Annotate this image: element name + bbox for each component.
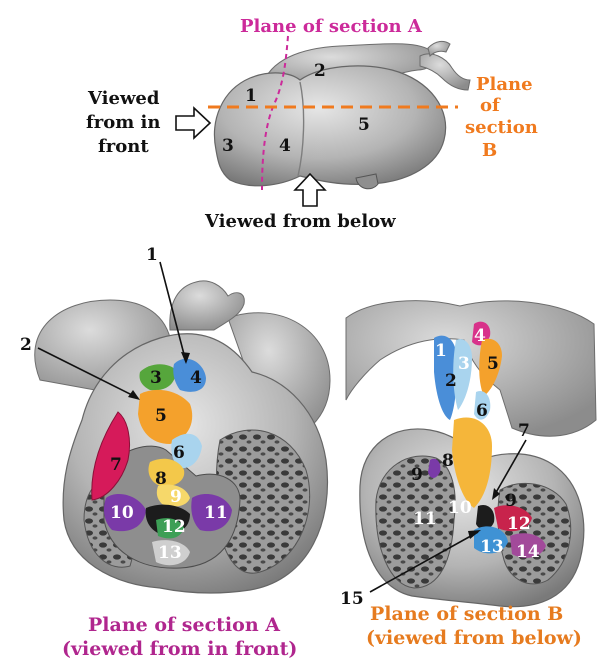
section-a-number-13: 13 — [158, 543, 182, 563]
section-b-number-10: 10 — [448, 498, 472, 518]
section-a-number-10: 10 — [110, 503, 134, 523]
section-b-number-9-left: 9 — [411, 465, 423, 485]
section-a-number-12: 12 — [162, 517, 186, 537]
viewed-front-line1: Viewed — [87, 88, 160, 109]
section-b-number-3: 3 — [458, 354, 470, 374]
viewed-front-line2: from in — [86, 112, 160, 133]
top-number-3: 3 — [222, 136, 234, 156]
top-number-1: 1 — [245, 86, 257, 106]
section-a-number-3: 3 — [150, 368, 162, 388]
section-b-number-4: 4 — [474, 326, 486, 346]
top-number-4: 4 — [279, 136, 291, 156]
section-a-number-11: 11 — [204, 503, 228, 523]
section-a-number-8: 8 — [155, 469, 167, 489]
top-number-5: 5 — [358, 115, 370, 135]
top-number-2: 2 — [314, 61, 326, 81]
section-b-number-9-right: 9 — [505, 491, 517, 511]
vessel-branch-2 — [428, 41, 450, 56]
section-b-number-11: 11 — [413, 509, 437, 529]
section-b-number-2: 2 — [445, 371, 457, 391]
section-a-number-6: 6 — [173, 443, 185, 463]
section-b-number-8: 8 — [442, 451, 454, 471]
section-b-caption-line2: (viewed from below) — [366, 627, 582, 649]
top-heart-figure — [214, 41, 470, 188]
section-b-number-1: 1 — [435, 341, 447, 361]
section-a-number-9: 9 — [170, 487, 182, 507]
section-a-number-4: 4 — [190, 368, 202, 388]
section-b-number-12: 12 — [507, 514, 531, 534]
plane-b-label-line1: Plane — [476, 74, 533, 95]
vessel-branch — [420, 54, 470, 90]
section-a-figure — [35, 281, 330, 593]
viewed-below-label: Viewed from below — [204, 211, 396, 232]
section-b-number-5: 5 — [487, 354, 499, 374]
plane-b-label-line2: of — [480, 95, 501, 116]
section-b-number-6: 6 — [476, 401, 488, 421]
viewed-front-line3: front — [98, 136, 149, 157]
heart-body-external — [214, 66, 445, 186]
section-b-figure — [346, 301, 596, 607]
section-b-caption-line1: Plane of section B — [370, 603, 563, 625]
section-a-caption-line1: Plane of section A — [88, 614, 280, 636]
section-b-number-7: 7 — [518, 421, 530, 441]
front-arrow-icon — [176, 108, 210, 138]
section-b-number-13: 13 — [480, 537, 504, 557]
section-b-number-15: 15 — [340, 589, 364, 609]
plane-b-label-line4: B — [482, 140, 497, 161]
section-a-caption-line2: (viewed from in front) — [62, 638, 297, 660]
plane-b-label-line3: section — [465, 117, 538, 138]
section-a-number-1: 1 — [146, 245, 158, 265]
section-a-number-7: 7 — [110, 455, 122, 475]
section-a-number-5: 5 — [155, 406, 167, 426]
plane-a-label: Plane of section A — [240, 16, 423, 37]
section-a-number-2: 2 — [20, 335, 32, 355]
section-b-number-14: 14 — [516, 542, 540, 562]
